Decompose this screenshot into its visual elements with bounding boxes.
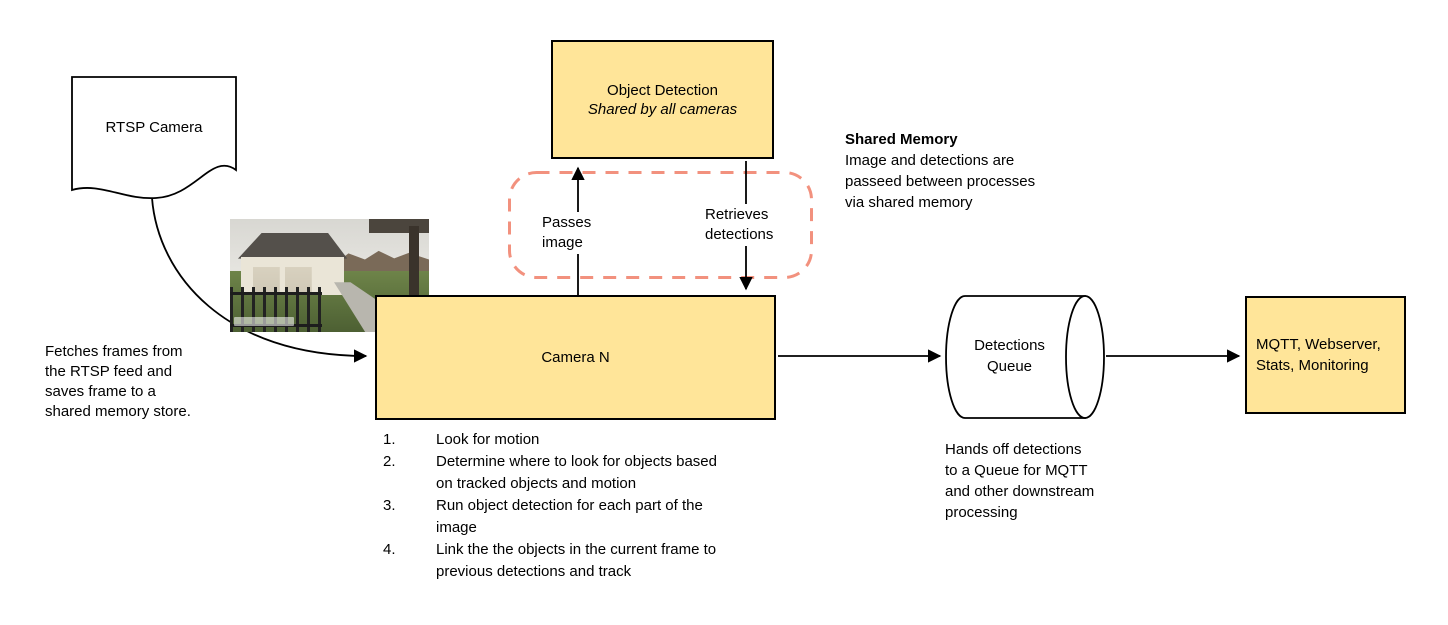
object-detection-node: Object Detection Shared by all cameras (551, 40, 774, 159)
camera-steps-list: 1. Look for motion 2. Determine where to… (383, 429, 755, 583)
camera-n-label: Camera N (541, 349, 610, 366)
step-text: Run object detection for each part of th… (436, 497, 703, 536)
step-number: 4. (383, 541, 396, 558)
arrow-rtsp-to-camera (151, 197, 368, 363)
rtsp-camera-shape (71, 76, 237, 199)
object-detection-title: Object Detection (607, 81, 718, 99)
step-number: 1. (383, 431, 396, 448)
step-number: 2. (383, 453, 396, 470)
step-number: 3. (383, 497, 396, 514)
outputs-node: MQTT, Webserver, Stats, Monitoring (1245, 296, 1406, 414)
fetch-frames-note: Fetches frames from the RTSP feed and sa… (45, 343, 191, 420)
shared-memory-region-outline (508, 171, 813, 279)
shared-memory-note-body: Image and detections are passeed between… (845, 152, 1036, 211)
queue-handoff-note: Hands off detections to a Queue for MQTT… (945, 441, 1095, 521)
snapshot-porch-eave (369, 219, 429, 233)
step-text: Link the the objects in the current fram… (436, 541, 717, 580)
camera-step-item: 2. Determine where to look for objects b… (383, 451, 755, 495)
step-text: Look for motion (436, 431, 540, 448)
detections-queue-shape (945, 295, 1105, 419)
shared-memory-note-title: Shared Memory (845, 131, 958, 148)
detections-queue-label: Detections Queue (974, 337, 1045, 375)
outputs-label: MQTT, Webserver, Stats, Monitoring (1256, 336, 1381, 374)
step-text: Determine where to look for objects base… (436, 453, 717, 492)
rtsp-camera-label: RTSP Camera (105, 119, 203, 136)
object-detection-subtitle: Shared by all cameras (587, 100, 738, 118)
retrieves-detections-label: Retrieves detections (703, 204, 791, 246)
shared-memory-note: Shared Memory Image and detections are p… (845, 129, 1050, 213)
snapshot-garage (237, 232, 348, 295)
passes-image-label: Passes image (540, 212, 608, 254)
camera-step-item: 1. Look for motion (383, 429, 755, 451)
camera-n-node: Camera N (375, 295, 776, 420)
snapshot-timestamp-overlay (233, 317, 294, 327)
snapshot-garage-roof (237, 232, 348, 259)
snapshot-porch-post (409, 225, 420, 308)
camera-step-item: 4. Link the the objects in the current f… (383, 539, 755, 583)
camera-step-item: 3. Run object detection for each part of… (383, 495, 755, 539)
